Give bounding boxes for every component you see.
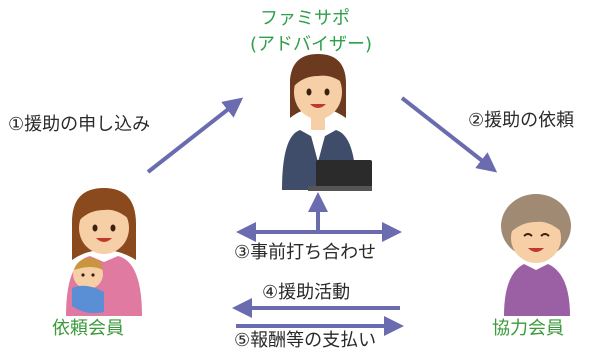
left-node-label: 依頼会員 (52, 318, 124, 339)
flow-label-help-activity: ④援助活動 (262, 282, 351, 303)
arrow-request-help (146, 97, 244, 174)
flow-label-payment: ⑤報酬等の支払い (234, 330, 377, 351)
right-node-label: 協力会員 (492, 318, 564, 339)
advisor-title: ファミサポ (260, 8, 350, 29)
flow-label-request-assist: ②援助の依頼 (468, 110, 575, 131)
flow-label-request-help: ①援助の申し込み (8, 114, 151, 135)
advisor-person-icon (282, 54, 372, 191)
senior-woman-icon (501, 194, 571, 316)
arrow-request-assist (400, 96, 498, 173)
mother-with-baby-icon (66, 188, 142, 316)
advisor-subtitle: (アドバイザー) (250, 34, 373, 55)
flow-label-pre-meeting: ③事前打ち合わせ (234, 242, 377, 263)
